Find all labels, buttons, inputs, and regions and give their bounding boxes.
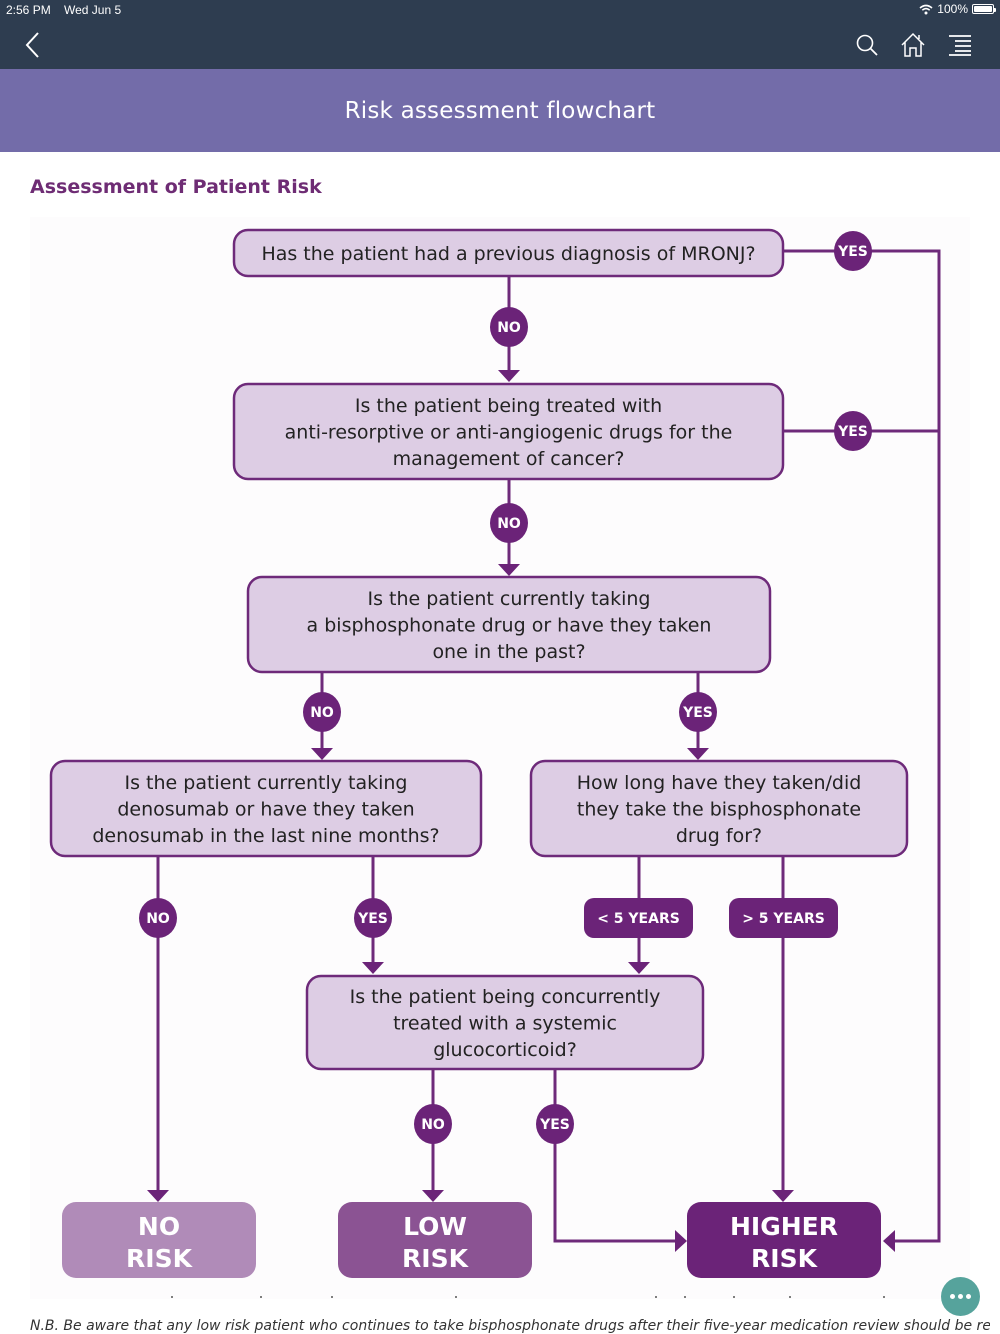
question-text: anti-resorptive or anti-angiogenic drugs… [285, 422, 733, 444]
status-time: 2:56 PM [6, 3, 51, 17]
outcome-no-risk: NO RISK [62, 1202, 256, 1278]
footnote: N.B. Be aware that any low risk patient … [30, 1318, 990, 1334]
pill-label: YES [837, 424, 868, 440]
question-text: treated with a systemic [393, 1013, 617, 1035]
question-text: Is the patient being treated with [355, 395, 662, 417]
nav-bar [0, 20, 1000, 69]
q2-yes-label: YES [834, 411, 872, 451]
q5-lt5-label: < 5 YEARS [584, 898, 693, 938]
back-button[interactable] [16, 28, 50, 62]
q2-to-q3-arrow [498, 564, 520, 576]
section-heading: Assessment of Patient Risk [30, 176, 322, 198]
page-separator-dots [0, 1296, 1000, 1300]
question-bisphosphonate: Is the patient currently taking a bisphos… [246, 575, 772, 674]
home-icon [901, 32, 925, 57]
pill-label: NO [497, 516, 521, 532]
question-text: Is the patient currently taking [125, 772, 408, 794]
q3-no-arrow [311, 748, 333, 760]
page-title: Risk assessment flowchart [344, 97, 656, 124]
pills: YES NO YES NO NO YES NO YES < 5 YEARS > 5 YEARS NO… [139, 231, 872, 1144]
search-button[interactable] [850, 28, 884, 62]
pill-label: NO [310, 705, 334, 721]
outcome-text: HIGHER [730, 1212, 838, 1241]
q5-lt5-arrow [628, 962, 650, 974]
outcome-text: RISK [751, 1244, 819, 1273]
question-text: Is the patient being concurrently [350, 986, 661, 1008]
menu-button[interactable] [943, 28, 977, 62]
outcome-text: RISK [402, 1244, 470, 1273]
question-text: they take the bisphosphonate [577, 799, 861, 821]
pill-label: YES [837, 244, 868, 260]
outcome-text: RISK [126, 1244, 194, 1273]
low-risk-arrow [422, 1190, 444, 1202]
battery-icon [972, 4, 996, 14]
pill-label: YES [682, 705, 713, 721]
q1-no-label: NO [490, 307, 528, 347]
more-horizontal-icon [950, 1294, 955, 1299]
question-text: glucocorticoid? [433, 1039, 577, 1061]
question-denosumab: Is the patient currently taking denosumab… [49, 759, 483, 858]
no-risk-arrow [147, 1190, 169, 1202]
q3-yes-arrow [687, 748, 709, 760]
status-right: 100% [919, 2, 996, 16]
chevron-left-icon [25, 32, 39, 58]
question-text: a bisphosphonate drug or have they taken [307, 615, 712, 637]
q1-to-q2-arrow [498, 370, 520, 382]
status-date: Wed Jun 5 [64, 3, 122, 17]
q6-yes-label: YES [536, 1104, 574, 1144]
outcome-higher-risk: HIGHER RISK [687, 1202, 881, 1278]
pill-label: NO [146, 911, 170, 927]
question-antiresorptive: Is the patient being treated with anti-re… [232, 382, 785, 481]
q2-no-label: NO [490, 503, 528, 543]
wifi-icon [919, 4, 933, 14]
more-options-button[interactable] [941, 1277, 980, 1316]
question-glucocorticoid: Is the patient being concurrently treated… [305, 974, 705, 1071]
question-mronj: Has the patient had a previous diagnosis… [232, 228, 785, 278]
title-bar: Risk assessment flowchart [0, 69, 1000, 152]
pill-label: > 5 YEARS [742, 911, 825, 927]
question-text: Is the patient currently taking [368, 588, 651, 610]
q4-yes-arrow [362, 962, 384, 974]
pill-label: YES [539, 1117, 570, 1133]
pill-label: NO [421, 1117, 445, 1133]
menu-icon [949, 35, 971, 56]
q6-no-label: NO [414, 1104, 452, 1144]
question-text: drug for? [676, 825, 762, 847]
q5-gt5-arrow [772, 1190, 794, 1202]
question-text: How long have they taken/did [577, 772, 862, 794]
status-bar: 2:56 PM Wed Jun 5 100% [0, 0, 1000, 20]
outcome-text: NO [138, 1212, 180, 1241]
q1-yes-label: YES [834, 231, 872, 271]
pill-label: < 5 YEARS [597, 911, 680, 927]
question-text: management of cancer? [393, 448, 625, 470]
question-text: one in the past? [432, 641, 585, 663]
question-duration: How long have they taken/did they take th… [529, 759, 909, 858]
question-text: denosumab in the last nine months? [92, 825, 439, 847]
q3-yes-label: YES [679, 692, 717, 732]
higher-risk-right-arrow [883, 1230, 895, 1252]
q1-yes-line [783, 249, 941, 1243]
battery-percent: 100% [937, 2, 968, 16]
q4-no-label: NO [139, 898, 177, 938]
q4-yes-label: YES [354, 898, 392, 938]
q6-yes-line [553, 1069, 675, 1243]
q3-no-label: NO [303, 692, 341, 732]
pill-label: NO [497, 320, 521, 336]
question-text: denosumab or have they taken [117, 799, 414, 821]
outcome-text: LOW [403, 1212, 467, 1241]
q5-gt5-label: > 5 YEARS [729, 898, 838, 938]
question-text: Has the patient had a previous diagnosis… [261, 243, 755, 265]
home-button[interactable] [896, 28, 930, 62]
pill-label: YES [357, 911, 388, 927]
outcome-low-risk: LOW RISK [338, 1202, 532, 1278]
search-icon [856, 34, 878, 56]
higher-risk-left-arrow [675, 1230, 687, 1252]
nodes: Has the patient had a previous diagnosis… [49, 228, 909, 1278]
